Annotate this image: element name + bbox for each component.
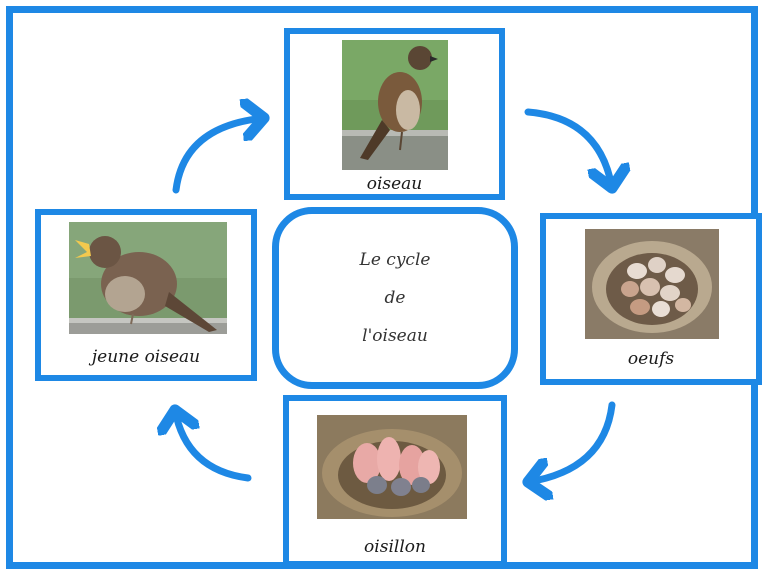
- title-line-1: Le cycle: [360, 241, 431, 279]
- sparrow-photo: [342, 40, 448, 170]
- young-sparrow-photo: [69, 222, 227, 334]
- stage-label-oeufs: oeufs: [546, 349, 756, 369]
- stage-label-oisillon: oisillon: [289, 537, 501, 557]
- cycle-title-box: Le cycle de l'oiseau: [272, 207, 518, 389]
- title-line-3: l'oiseau: [362, 317, 428, 355]
- eggs-nest-photo: [585, 229, 719, 339]
- stage-label-oiseau: oiseau: [290, 174, 499, 194]
- stage-card-oisillon: oisillon: [283, 395, 507, 567]
- stage-card-jeune-oiseau: jeune oiseau: [35, 209, 257, 381]
- title-line-2: de: [385, 279, 406, 317]
- stage-card-oeufs: oeufs: [540, 213, 762, 385]
- stage-card-oiseau: oiseau: [284, 28, 505, 200]
- stage-label-jeune-oiseau: jeune oiseau: [41, 347, 251, 367]
- chicks-nest-photo: [317, 415, 467, 519]
